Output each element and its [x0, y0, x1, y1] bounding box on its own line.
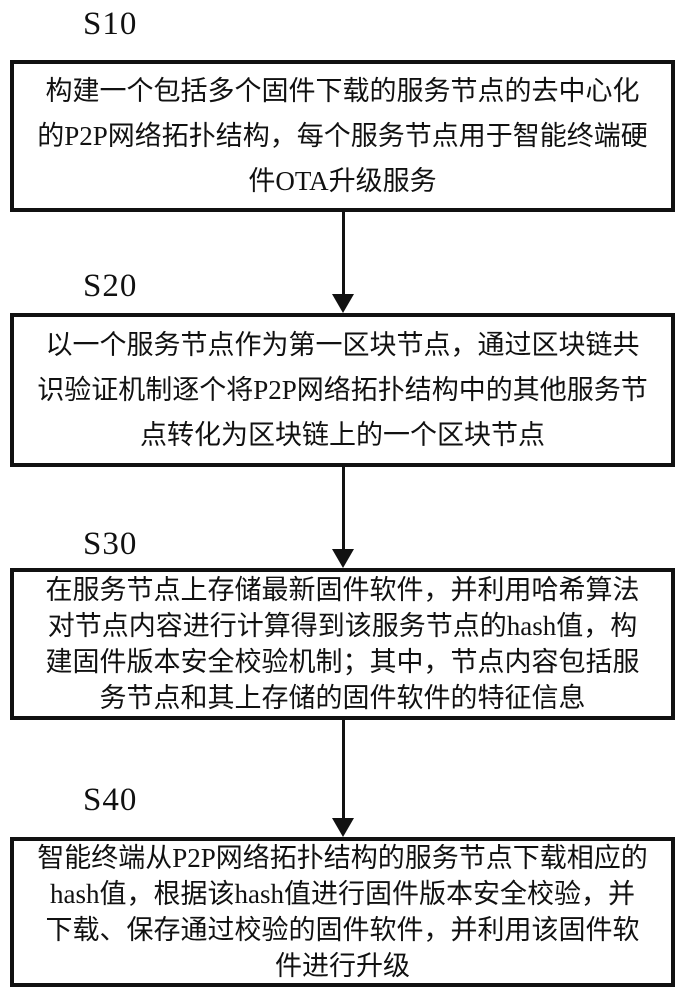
arrow-line-s30-s40 [342, 720, 345, 820]
arrow-line-s10-s20 [342, 212, 345, 296]
step-label-s20: S20 [83, 268, 138, 304]
step-box-s30: 在服务节点上存储最新固件软件，并利用哈希算法 对节点内容进行计算得到该服务节点的… [10, 568, 675, 720]
arrow-head-s10-s20 [332, 294, 354, 313]
arrow-line-s20-s30 [342, 467, 345, 551]
step-text-s10: 构建一个包括多个固件下载的服务节点的去中心化 的P2P网络拓扑结构，每个服务节点… [37, 75, 648, 196]
step-label-s40: S40 [83, 782, 138, 818]
step-box-s20: 以一个服务节点作为第一区块节点，通过区块链共 识验证机制逐个将P2P网络拓扑结构… [10, 313, 675, 467]
step-text-s20: 以一个服务节点作为第一区块节点，通过区块链共 识验证机制逐个将P2P网络拓扑结构… [37, 329, 648, 450]
step-label-s10: S10 [83, 6, 138, 42]
arrow-head-s30-s40 [332, 818, 354, 837]
step-box-s10: 构建一个包括多个固件下载的服务节点的去中心化 的P2P网络拓扑结构，每个服务节点… [10, 60, 675, 212]
step-text-s40: 智能终端从P2P网络拓扑结构的服务节点下载相应的 hash值，根据该hash值进… [37, 843, 648, 981]
arrow-head-s20-s30 [332, 549, 354, 568]
step-box-s40: 智能终端从P2P网络拓扑结构的服务节点下载相应的 hash值，根据该hash值进… [10, 837, 675, 987]
step-text-s30: 在服务节点上存储最新固件软件，并利用哈希算法 对节点内容进行计算得到该服务节点的… [45, 575, 640, 713]
step-label-s30: S30 [83, 526, 138, 562]
